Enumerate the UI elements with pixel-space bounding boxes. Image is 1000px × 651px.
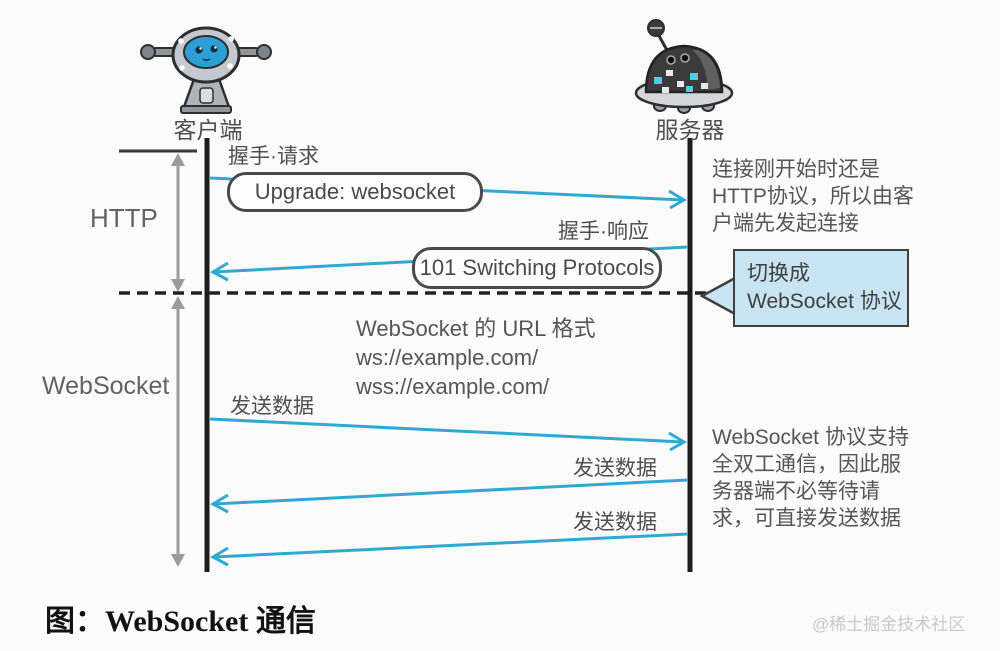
- send-data-arrow-1: [209, 417, 687, 452]
- switch-bubble-line1: 切换成: [747, 262, 810, 285]
- http-phase-label: HTTP: [90, 203, 158, 233]
- url-format-note: WebSocket 的 URL 格式 ws://example.com/ wss…: [356, 314, 596, 401]
- websocket-phase-arrow: [171, 296, 185, 567]
- send-data-label-2: 发送数据: [573, 457, 657, 480]
- client-robot-icon: [140, 26, 272, 114]
- url-wss-example: wss://example.com/: [356, 374, 550, 399]
- switch-bubble-tail: [699, 274, 739, 318]
- handshake-request-label: 握手·请求: [228, 145, 319, 168]
- switch-protocol-bubble: 切换成 WebSocket 协议: [733, 249, 909, 327]
- figure-caption: 图：WebSocket 通信: [45, 605, 316, 638]
- server-label: 服务器: [655, 117, 725, 143]
- send-data-label-3: 发送数据: [573, 511, 657, 534]
- send-data-arrow-2: [209, 478, 689, 514]
- upgrade-websocket-box: Upgrade: websocket: [227, 172, 483, 212]
- client-label: 客户端: [173, 117, 243, 143]
- websocket-phase-label: WebSocket: [42, 372, 170, 400]
- handshake-response-label: 握手·响应: [558, 220, 649, 243]
- url-format-title: WebSocket 的 URL 格式: [356, 316, 596, 341]
- http-phase-arrow: [171, 153, 185, 292]
- send-data-label-1: 发送数据: [230, 395, 314, 418]
- server-robot-icon: [634, 19, 734, 114]
- http-start-note: 连接刚开始时还是HTTP协议，所以由客户端先发起连接: [712, 158, 914, 235]
- full-duplex-note: WebSocket 协议支持全双工通信，因此服务器端不必等待请求，可直接发送数据: [712, 426, 909, 530]
- send-data-arrow-3: [209, 532, 689, 567]
- url-ws-example: ws://example.com/: [356, 345, 539, 370]
- switching-protocols-box: 101 Switching Protocols: [412, 247, 662, 289]
- switch-bubble-line2: WebSocket 协议: [747, 290, 902, 313]
- watermark: @稀土掘金技术社区: [812, 615, 966, 634]
